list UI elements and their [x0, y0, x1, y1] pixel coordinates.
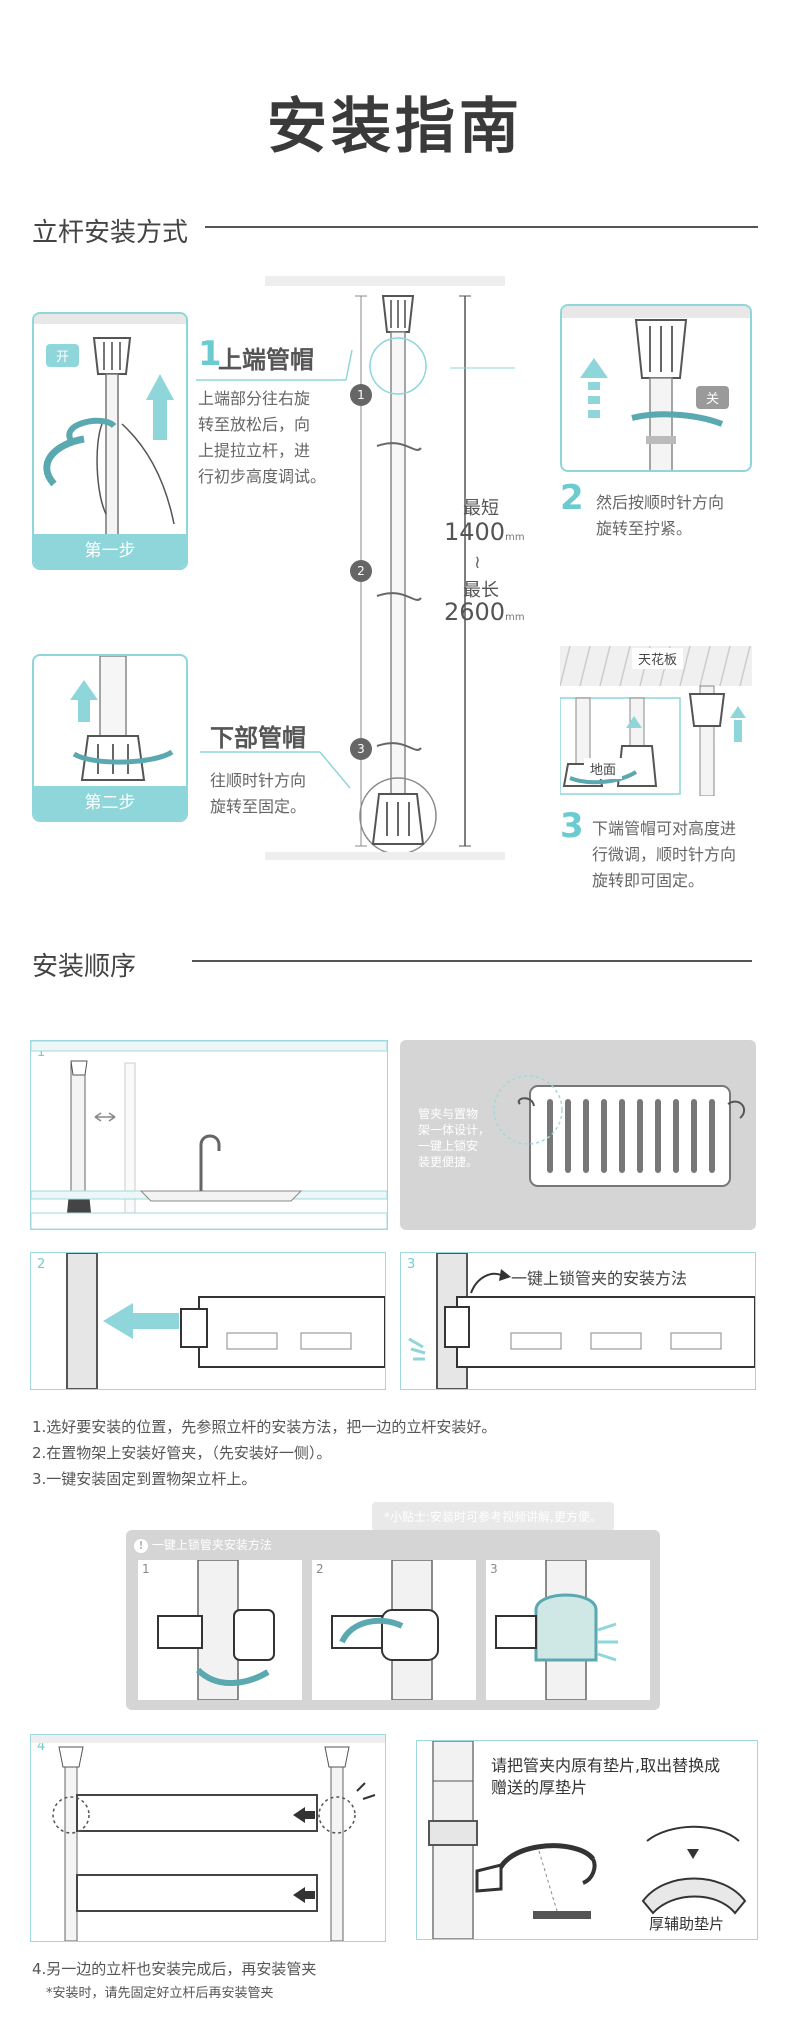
order-panel-1: 1: [30, 1040, 388, 1230]
order-panel-3: 3 一键上锁管夹的安装方法: [400, 1252, 756, 1390]
pole-marker-2: 2: [350, 560, 372, 582]
hand-rotate-illustration: [43, 337, 175, 544]
clip-design-panel: 管夹与置物 架一体设计， 一键上锁安 装更便捷。: [400, 1040, 756, 1230]
pointer-line-lower: [200, 751, 351, 789]
ceiling-strip: [34, 314, 186, 324]
lock-method-panel: ! 一键上锁管夹安装方法 1 2 3: [126, 1530, 660, 1710]
section-divider: [192, 960, 752, 962]
lock-step-1: 1: [138, 1559, 302, 1701]
pole-diagram: [265, 276, 515, 860]
lower-cap-desc: 往顺时针方向 旋转至固定。: [210, 771, 307, 816]
pad-note: 请把管夹内原有垫片,取出替换成 赠送的厚垫片: [491, 1756, 721, 1797]
close-tag: 关: [696, 386, 730, 409]
min-length-label: 最短: [463, 498, 499, 519]
step-number-3: 3: [560, 806, 584, 846]
step2-bar: 第二步: [34, 786, 186, 820]
footer-note: *安装时，请先固定好立杆后再安装管夹: [46, 1986, 274, 2001]
list-item: 3.一键安装固定到置物架立杆上。: [32, 1470, 257, 1488]
ceiling-label: 天花板: [632, 648, 684, 669]
ground-label: 地面: [584, 758, 623, 779]
tip-badge: *小贴士:安装时可参考视频讲解,更方便。: [372, 1502, 614, 1531]
clip-design-note: 管夹与置物 架一体设计， 一键上锁安 装更便捷。: [418, 1107, 491, 1169]
upper-cap-desc: 上端部分往右旋 转至放松后，向 上提拉立杆，进 行初步高度调试。: [198, 389, 327, 486]
order-panel-2: 2: [30, 1252, 386, 1390]
panel3-label: 一键上锁管夹的安装方法: [511, 1269, 688, 1288]
section-divider: [205, 226, 758, 228]
section-title-pole-install: 立杆安装方式: [32, 218, 189, 248]
pole-marker-1: 1: [350, 384, 372, 406]
step1-bar: 第一步: [34, 534, 186, 568]
lock-step-3: 3: [486, 1559, 650, 1701]
max-length-value: 2600mm: [444, 598, 525, 626]
step1-card: 开 第一步: [32, 312, 188, 570]
lock-step-2: 2: [312, 1559, 476, 1701]
footer-step4: 4.另一边的立杆也安装完成后，再安装管夹: [32, 1960, 317, 1978]
step-right2-card: 关: [560, 304, 752, 472]
step-number-1: 1: [198, 334, 222, 374]
pointer-line-upper: [196, 349, 353, 381]
install-steps-list: 1.选好要安装的位置，先参照立杆的安装方法，把一边的立杆安装好。 2.在置物架上…: [32, 1414, 496, 1492]
list-item: 1.选好要安装的位置，先参照立杆的安装方法，把一边的立杆安装好。: [32, 1418, 497, 1436]
step-right2-desc: 然后按顺时针方向 旋转至拧紧。: [596, 493, 725, 538]
min-length-value: 1400mm: [444, 518, 525, 546]
lock-method-title: ! 一键上锁管夹安装方法: [134, 1536, 272, 1553]
step-right3-illustration: 天花板 地面: [560, 646, 752, 796]
pad-label: 厚辅助垫片: [649, 1915, 725, 1933]
list-item: 2.在置物架上安装好管夹，（先安装好一侧）。: [32, 1444, 332, 1462]
upper-cap-heading: 上端管帽: [218, 346, 314, 374]
open-tag: 开: [46, 344, 80, 367]
step-right3-desc: 下端管帽可对高度进 行微调，顺时针方向 旋转即可固定。: [592, 819, 737, 890]
page-title: 安装指南: [267, 92, 523, 162]
max-length-label: 最长: [463, 580, 499, 601]
step2-card: 第二步: [32, 654, 188, 822]
section-title-install-order: 安装顺序: [32, 952, 137, 982]
pad-replace-panel: 请把管夹内原有垫片,取出替换成 赠送的厚垫片 厚辅助垫片: [416, 1740, 758, 1940]
step-number-2: 2: [560, 478, 584, 518]
info-icon: !: [134, 1539, 148, 1553]
close-rotate-illustration: [562, 306, 750, 470]
order-panel-4: 4: [30, 1734, 386, 1942]
pole-marker-3: 3: [350, 738, 372, 760]
lower-cap-heading: 下部管帽: [210, 724, 306, 752]
lower-cap-illustration: [70, 656, 174, 781]
range-tilde: ≀: [474, 552, 481, 573]
